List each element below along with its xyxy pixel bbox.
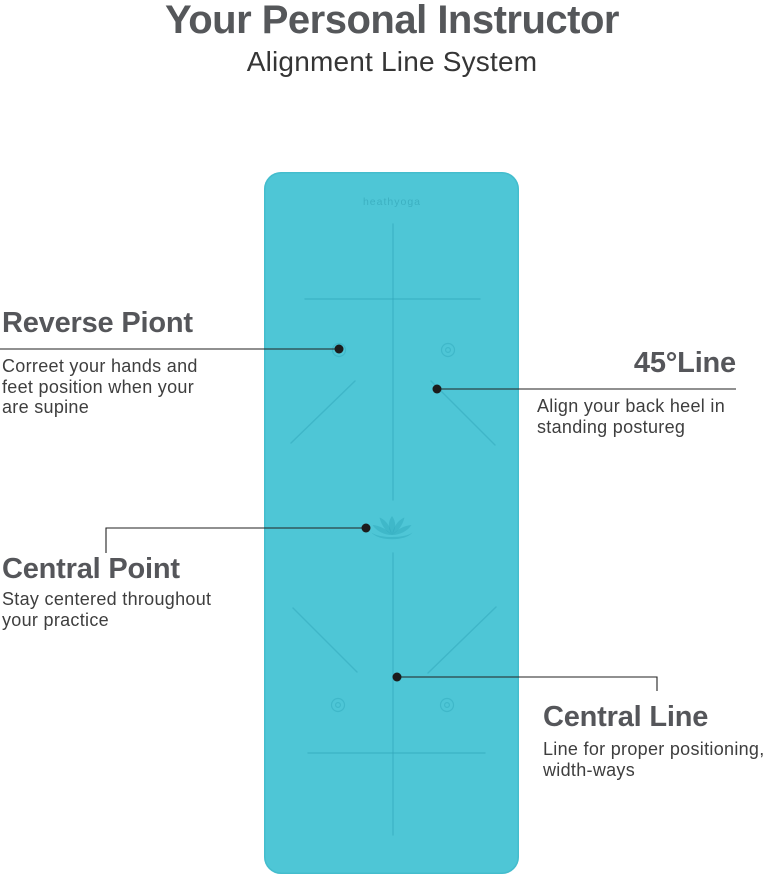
upper-right-45-line (430, 380, 496, 446)
lower-right-45-line (427, 606, 497, 674)
page-subtitle: Alignment Line System (246, 46, 538, 77)
annotation-heading: Central Point (2, 553, 180, 585)
annotation-body-line: standing postureg (537, 416, 686, 437)
lotus-icon (371, 516, 413, 540)
yoga-mat-illustration: heathyoga (264, 172, 519, 874)
annotation-heading: 45°Line (633, 347, 736, 379)
annotation-body-line: Correet your hands and (2, 356, 198, 376)
annotation-body-line: Stay centered throughout (2, 589, 212, 609)
annotation-body-line: Line for proper positioning, (543, 739, 765, 759)
mat-brand-logo: heathyoga (363, 196, 421, 208)
annotation-body-line: width-ways (543, 759, 636, 780)
annotation-body: Correet your hands and feet position whe… (2, 356, 198, 418)
annotation-body: Align your back heel in standing posture… (537, 396, 725, 437)
annotation-body-line: feet position when your (2, 376, 195, 397)
alignment-lines (290, 223, 497, 836)
annotation-body: Stay centered throughout your practice (2, 589, 211, 630)
annotation-body-line: your practice (2, 609, 109, 630)
annotation-body: Line for proper positioning, width-ways (543, 739, 765, 780)
ring-marker (330, 697, 346, 713)
mat-surface (264, 172, 519, 874)
annotation-heading: Central Line (543, 701, 709, 733)
annotation-body-line: are supine (2, 397, 90, 417)
ring-marker (439, 697, 455, 713)
ring-marker (440, 342, 456, 358)
lower-left-45-line (292, 607, 358, 673)
annotation-body-line: Align your back heel in (537, 396, 726, 416)
annotation-heading: Reverse Piont (2, 307, 193, 339)
mat-edge (264, 172, 519, 874)
upper-left-45-line (290, 380, 356, 444)
page-title: Your Personal Instructor (164, 0, 620, 42)
